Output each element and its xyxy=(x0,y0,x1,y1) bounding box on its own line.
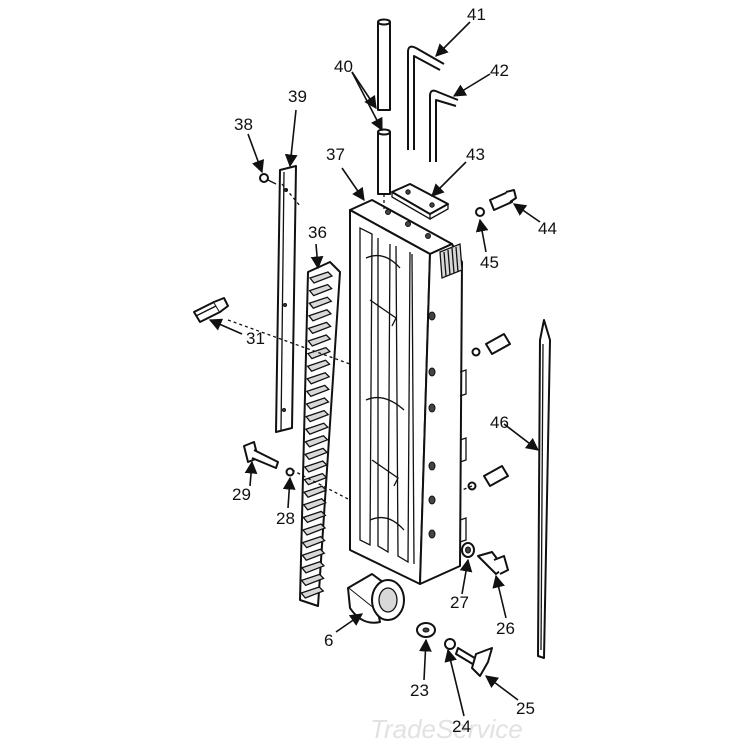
callout-27: 27 xyxy=(450,593,469,612)
callout-28: 28 xyxy=(276,509,295,528)
part-46-pin xyxy=(537,319,551,659)
part-45-washer xyxy=(475,207,485,217)
rack-tooth xyxy=(300,586,325,599)
callout-45: 45 xyxy=(480,253,499,272)
rack-tooth xyxy=(305,397,330,410)
part-43-top-plate xyxy=(391,183,449,221)
rack-tooth xyxy=(308,271,334,284)
callout-labels: 41 40 42 39 38 37 43 44 45 36 31 46 29 2… xyxy=(232,5,557,736)
part-40-rods xyxy=(377,18,391,195)
part-44-screw xyxy=(489,189,517,211)
part-42-hex-key xyxy=(429,89,459,162)
callout-6: 6 xyxy=(324,631,333,650)
part-28-washer xyxy=(285,467,295,477)
callout-38: 38 xyxy=(234,115,253,134)
callout-40: 40 xyxy=(334,57,353,76)
callout-36: 36 xyxy=(308,223,327,242)
watermark-text: TradeService xyxy=(370,714,523,744)
callout-46: 46 xyxy=(490,413,509,432)
part-29-bolt xyxy=(243,441,279,469)
part-36-rack xyxy=(299,261,341,607)
side-screw-lower xyxy=(467,465,509,491)
rack-tooth xyxy=(302,498,327,511)
part-41-hex-key xyxy=(407,45,445,150)
part-6-sleeve xyxy=(347,573,405,624)
callout-26: 26 xyxy=(496,619,515,638)
part-37-housing xyxy=(349,199,467,585)
part-31-bolt xyxy=(193,297,229,323)
rack-tooth xyxy=(304,422,329,435)
rack-tooth xyxy=(305,384,331,398)
rack-tooth xyxy=(300,561,326,574)
rack-tooth xyxy=(308,283,333,297)
callout-24: 24 xyxy=(452,717,471,736)
part-27-washer xyxy=(461,542,475,558)
rack-tooth xyxy=(305,409,330,423)
rack-tooth xyxy=(307,321,332,335)
part-24-nut xyxy=(444,638,456,650)
rack-tooth xyxy=(308,296,333,309)
rack-tooth xyxy=(301,535,326,549)
callout-23: 23 xyxy=(410,681,429,700)
part-26-bolt xyxy=(477,551,509,575)
part-23-washer xyxy=(416,622,436,638)
assembly-lines xyxy=(227,183,473,501)
callout-37: 37 xyxy=(326,145,345,164)
callout-29: 29 xyxy=(232,485,251,504)
rack-tooth xyxy=(306,372,331,385)
part-39-strip xyxy=(275,165,297,433)
callout-39: 39 xyxy=(288,87,307,106)
part-25-wing-screw xyxy=(455,647,493,677)
rack-tooth xyxy=(302,485,328,498)
rack-tooth xyxy=(307,334,332,347)
rack-tooth xyxy=(302,510,327,524)
callout-43: 43 xyxy=(466,145,485,164)
side-screw-upper xyxy=(471,333,511,357)
rack-tooth xyxy=(307,309,333,322)
rack-tooth xyxy=(300,573,325,587)
rack-tooth xyxy=(301,548,326,561)
rack-tooth xyxy=(304,447,329,461)
callout-31: 31 xyxy=(246,329,265,348)
callout-42: 42 xyxy=(490,61,509,80)
rack-tooth xyxy=(306,359,331,372)
rack-tooth xyxy=(303,460,328,473)
callout-44: 44 xyxy=(538,219,557,238)
leader-lines xyxy=(208,21,541,717)
part-38-screw xyxy=(259,173,277,185)
rack-tooth xyxy=(301,523,327,536)
callout-25: 25 xyxy=(516,699,535,718)
rack-tooth xyxy=(303,472,328,486)
rack-tooth xyxy=(304,435,329,448)
callout-41: 41 xyxy=(467,5,486,24)
